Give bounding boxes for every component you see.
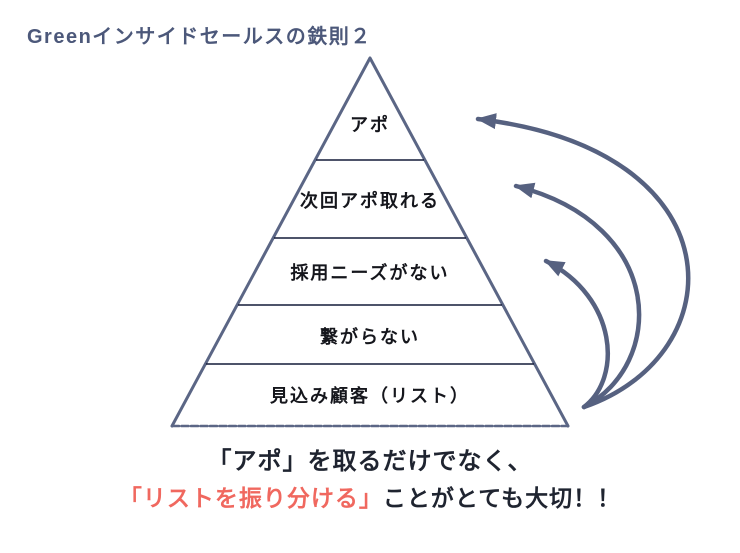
level-label-3: 採用ニーズがない — [290, 262, 449, 283]
page-title: Greenインサイドセールスの鉄則２ — [27, 26, 372, 48]
return-arrow-to-level-2 — [513, 182, 642, 410]
caption-line-1: 「アポ」を取るだけでなく、 — [207, 448, 533, 475]
caption-line-2: 「リストを振り分ける」ことがとても大切！！ — [0, 480, 740, 516]
level-label-1: アポ — [350, 114, 390, 135]
level-label-4: 繋がらない — [320, 326, 420, 347]
return-arrow-to-level-3 — [543, 258, 611, 410]
return-arrow-to-level-1 — [475, 113, 691, 410]
caption-highlight: 「リストを振り分ける」 — [118, 485, 383, 511]
pyramid-outline — [170, 56, 570, 428]
level-label-2: 次回アポ取れる — [300, 190, 440, 211]
caption-line-2-rest: ことがとても大切！！ — [382, 485, 622, 511]
caption: 「アポ」を取るだけでなく、 「リストを振り分ける」ことがとても大切！！ — [0, 444, 740, 516]
level-label-5: 見込み顧客（リスト） — [269, 385, 470, 406]
